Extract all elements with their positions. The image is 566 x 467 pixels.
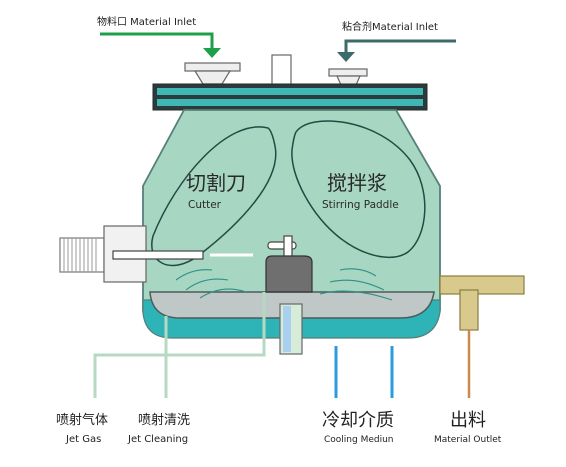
discharge-spout: [279, 303, 303, 355]
paddle-label-en: Stirring Paddle: [322, 199, 399, 211]
jet-gas-line: [93, 292, 266, 398]
cooling-label-cn: 冷却介质: [322, 410, 394, 431]
central-impeller: [265, 235, 313, 293]
jet-gas-label-en: Jet Gas: [65, 434, 101, 445]
stirring-paddle-outline: [291, 120, 426, 259]
cooling-label-en: Cooling Mediun: [324, 435, 394, 445]
jet-cleaning-label-cn: 喷射清洗: [138, 412, 190, 428]
outlet-label-en: Material Outlet: [434, 435, 502, 445]
jet-gas-label-cn: 喷射气体: [56, 412, 108, 428]
cutter-label-cn: 切割刀: [186, 171, 246, 195]
binder-inlet-arrow: [337, 39, 456, 62]
outlet-label-cn: 出料: [450, 410, 486, 431]
material-inlet-label: 物料口 Material Inlet: [97, 15, 196, 28]
material-outlet-pipe: [439, 275, 525, 331]
binder-inlet-label: 粘合剂Material Inlet: [342, 20, 438, 33]
motion-arcs: [175, 268, 393, 301]
jet-cleaning-label-en: Jet Cleaning: [127, 434, 188, 445]
paddle-label-cn: 搅拌浆: [327, 171, 387, 195]
cutter-motor-shaft: [59, 225, 253, 283]
center-port: [271, 54, 292, 86]
material-inlet-funnel: [184, 62, 241, 85]
binder-inlet-funnel: [328, 68, 368, 86]
material-inlet-arrow: [100, 32, 221, 58]
vessel-lid: [152, 83, 428, 111]
cutter-label-en: Cutter: [188, 199, 222, 211]
